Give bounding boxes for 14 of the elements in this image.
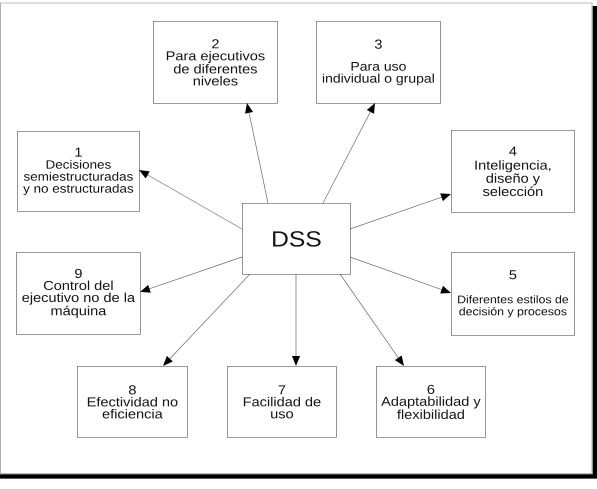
arrow: [163, 274, 250, 366]
numbered-box: 8 Efectividad no eficiencia: [77, 366, 188, 438]
numbered-box: 2 Para ejecutivos de diferentes niveles: [153, 21, 278, 104]
numbered-box: 1 Decisiones semiestructuradas y no estructuradas: [17, 131, 140, 212]
numbered-box: 5 Diferentes estilos de decisión y procesos: [451, 252, 575, 336]
central-box: DSS: [242, 203, 351, 275]
numbered-box: 3 Para uso individual o grupal: [316, 21, 441, 104]
arrow: [322, 103, 375, 204]
numbered-box: 7 Facilidad de uso: [227, 366, 337, 438]
numbered-box: 6 Adaptabilidad y flexibilidad: [376, 366, 486, 438]
arrow: [139, 170, 242, 230]
numbered-box: 4 Inteligencia, diseño y selección: [451, 130, 575, 213]
arrow: [340, 274, 404, 366]
numbered-box: 9 Control del ejecutivo no de la máquina: [16, 252, 141, 335]
